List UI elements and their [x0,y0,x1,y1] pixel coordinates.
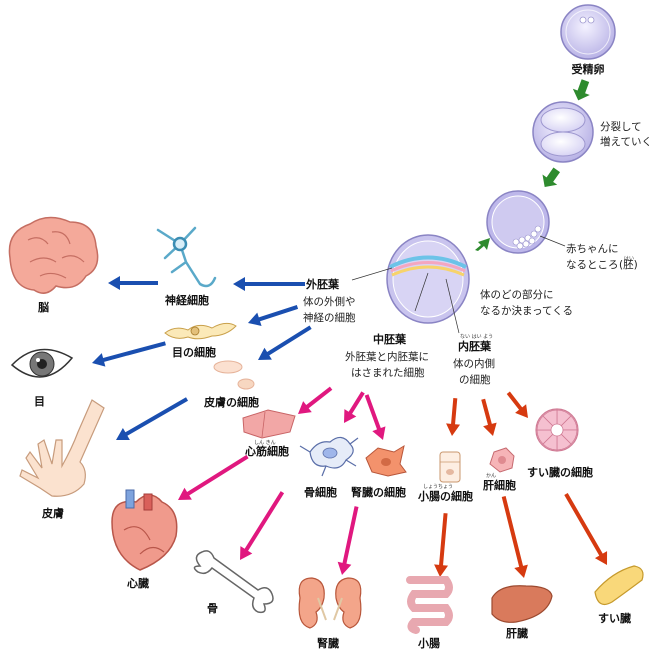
blue-arrow-skin-cell-to-skin [116,397,189,441]
red-arrow-to-intestine [434,513,449,577]
kidney-illustration [298,577,362,629]
intestine-cell-illustration [439,451,461,483]
embryo-pointer-line [539,235,566,247]
small-intestine-illustration [406,576,453,634]
magenta-arrow-to-kidney-cell [364,394,386,440]
pancreas-label: すい臓 [598,611,631,625]
red-arrow-to-liver-cell [481,398,497,436]
embryo-ruby: はい [624,256,634,262]
embryo-note-line1: 赤ちゃんに [566,243,619,255]
liver-label: 肝臓 [506,626,528,640]
mesoderm-desc-line1: 外胚葉と内胚葉に [345,350,429,363]
pancreas-cell-illustration [535,408,579,452]
blue-arrow-nerve-to-brain [108,276,158,290]
red-arrow-to-pancreas [564,492,608,565]
eye-illustration [10,348,74,378]
eye-cell-label: 目の細胞 [172,345,216,359]
mesoderm-pointer [414,272,429,312]
ectoderm-desc-line1: 体の外側や [303,295,356,308]
bone-illustration [193,550,274,614]
brain-illustration [8,216,99,294]
endoderm-desc-line1: 体の内側 [453,357,495,370]
fate-note-line1: 体のどの部分に [480,288,554,301]
mesoderm-title: 中胚葉 [373,332,407,346]
blue-arrow-ectoderm-to-eye-cell [248,305,299,326]
magenta-arrow-to-heart [178,454,249,500]
kidney-cell-illustration [365,444,407,477]
magenta-arrows [178,386,386,575]
heart-muscle-cell-illustration [242,409,296,439]
skin-cell-illustration [213,360,255,390]
blue-arrow-ectoderm-to-skin-cell [258,325,312,360]
blue-arrow-ectoderm-to-nerve [233,277,305,291]
embryo-note-line2: なるところ [566,259,619,271]
divide-note-line2: 増えていく [600,135,650,148]
brain-label: 脳 [38,301,49,314]
mesoderm-desc-line2: はさまれた細胞 [351,366,425,379]
eye-cell-illustration [164,322,237,340]
heart-label: 心臓 [127,576,149,590]
liver-cell-label: 肝細胞 [483,478,516,492]
eye-label: 目 [34,395,45,408]
embryo-kanji-label: (胚) [619,259,638,271]
intestine-cell-label: 小腸の細胞 [417,489,473,503]
red-arrow-to-pancreas-cell [506,391,528,418]
germ-layer-embryo-illustration [386,234,470,324]
pancreas-cell-label: すい臓の細胞 [527,465,593,479]
bone-label: 骨 [207,602,218,615]
fertilized-egg-illustration [560,4,616,60]
endoderm-ruby: ない はい よう [460,333,493,340]
red-arrow-to-intestine-cell [446,397,461,436]
fertilized-egg-label: 受精卵 [572,62,605,76]
bone-cell-label: 骨細胞 [304,485,337,499]
ectoderm-pointer [351,267,393,281]
ectoderm-desc-line2: 神経の細胞 [303,311,356,324]
heart-muscle-ruby: しん きん [254,439,276,446]
bone-cell-illustration [299,436,359,477]
magenta-arrow-to-bone [239,491,285,560]
fate-note-line2: なるか決まってくる [480,305,573,317]
liver-ruby: かん [486,472,496,479]
kidney-cell-label: 腎臓の細胞 [351,485,406,499]
intestine-ruby: しょうちょう [423,484,453,490]
hand-illustration [19,399,105,497]
small-intestine-label: 小腸 [417,636,440,650]
skin-cell-label: 皮膚の細胞 [203,395,259,409]
nerve-cell-label: 神経細胞 [165,293,209,307]
blue-arrow-eye-cell-to-eye [92,341,166,367]
red-arrow-to-liver [501,496,528,578]
nerve-cell-illustration [156,226,217,288]
blastocyst-illustration [486,190,550,254]
endoderm-desc-line2: の細胞 [459,373,491,386]
magenta-arrow-to-bone-cell [344,391,365,423]
two-cell-egg-illustration [532,101,594,163]
green-arrow-3 [475,238,490,251]
heart-muscle-cell-label: 心筋細胞 [245,444,289,458]
liver-illustration [491,585,553,623]
endoderm-pointer [445,278,460,334]
endoderm-title: 内胚葉 [458,339,492,353]
divide-note-line1: 分裂して [600,120,642,133]
liver-cell-illustration [489,447,515,473]
green-arrow-2 [542,167,561,188]
green-arrow-1 [572,79,590,101]
magenta-arrow-to-heart-cell [298,386,333,414]
red-arrows [434,391,608,578]
magenta-arrow-to-kidney [337,506,359,575]
blue-arrows [92,276,312,441]
pancreas-illustration [594,565,644,605]
ectoderm-title: 外胚葉 [305,277,340,291]
heart-illustration [111,489,178,571]
skin-label: 皮膚 [41,506,64,520]
kidney-label: 腎臓 [317,636,339,650]
